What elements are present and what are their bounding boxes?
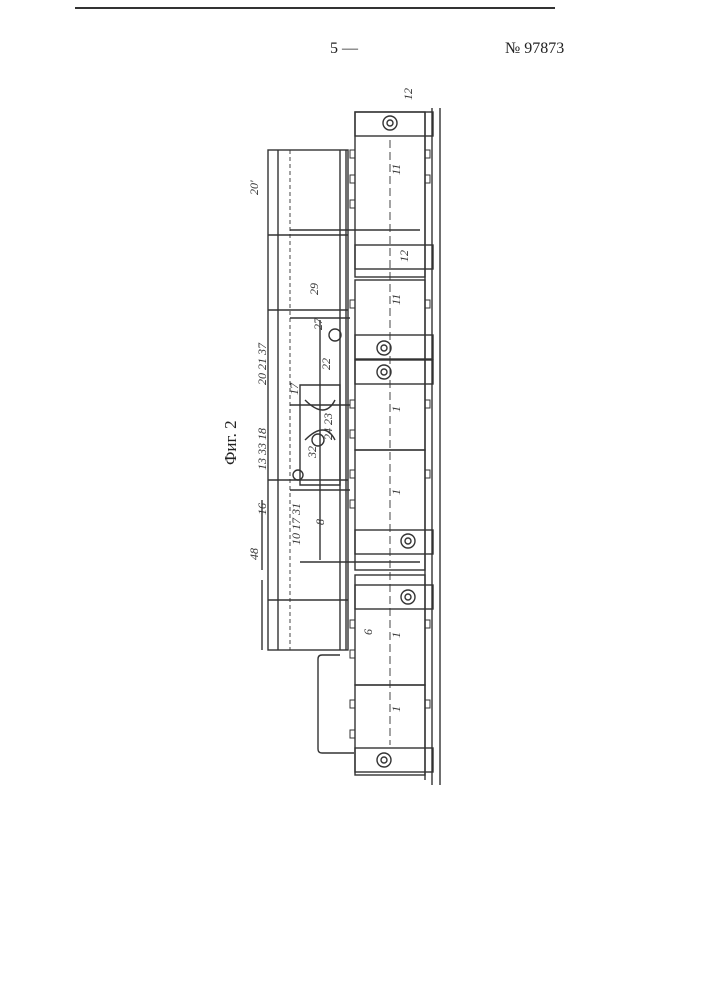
- label-16: 16: [255, 503, 269, 515]
- label-20-prime: 20': [247, 180, 261, 195]
- label-1-a: 1: [389, 406, 403, 412]
- label-10-17-31: 10 17 31: [289, 503, 303, 545]
- label-27: 27: [311, 317, 325, 330]
- label-17: 17: [287, 382, 301, 395]
- label-20-21-37: 20 21 37: [255, 342, 269, 385]
- label-13-33-18: 13 33 18: [255, 428, 269, 470]
- label-11-b: 11: [389, 294, 403, 305]
- label-12-top: 12: [401, 88, 415, 100]
- label-29: 29: [307, 283, 321, 295]
- label-1-b: 1: [389, 489, 403, 495]
- label-1-c: 1: [389, 632, 403, 638]
- figure-caption: Фиг. 2: [221, 420, 240, 465]
- label-24-23: 24 23: [321, 413, 335, 440]
- label-22-a: 22: [319, 358, 333, 370]
- label-12-mid: 12: [397, 250, 411, 262]
- label-11-a: 11: [389, 164, 403, 175]
- label-8: 8: [313, 519, 327, 525]
- label-32: 32: [305, 446, 319, 459]
- label-6: 6: [361, 629, 375, 635]
- label-48: 48: [247, 548, 261, 560]
- label-1-d: 1: [389, 706, 403, 712]
